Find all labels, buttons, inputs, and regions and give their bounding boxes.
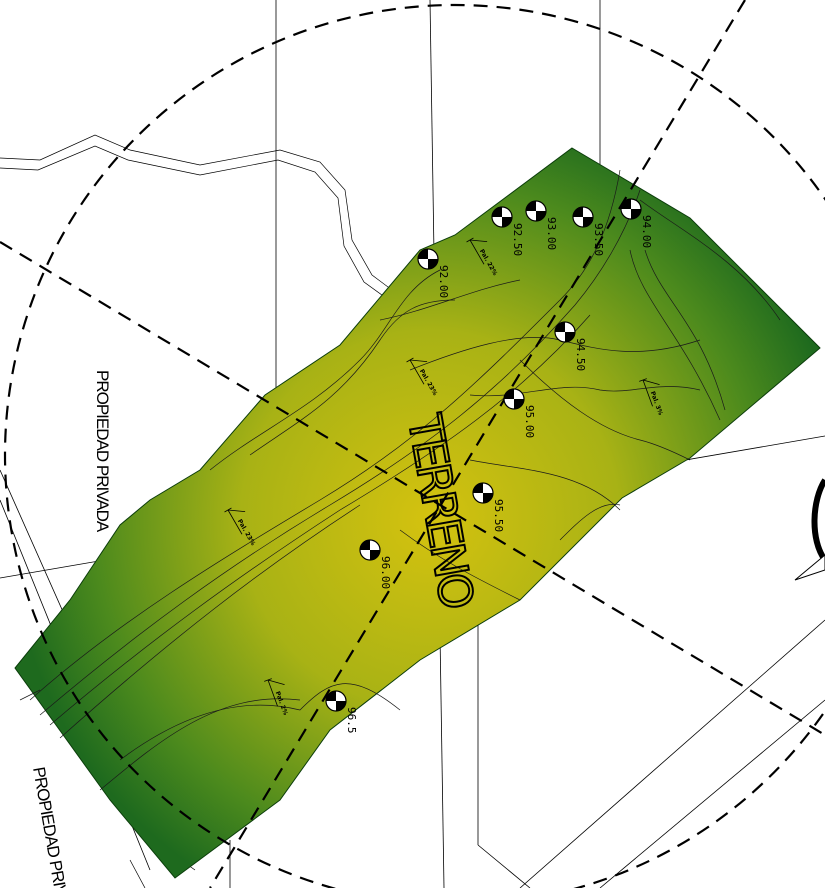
elevation-marker: 92.50 [491,206,524,256]
elevation-marker: 95.50 [472,482,505,532]
elevation-marker: 96.00 [359,539,392,589]
elevation-label: 94.50 [574,338,587,371]
property-label-bottom: PROPIEDAD PRIV [29,765,71,888]
property-label-left: PROPIEDAD PRIVADA [93,370,112,533]
elevation-label: 95.50 [492,499,505,532]
north-arrow-icon [794,478,825,581]
elevation-marker: 93.00 [525,200,558,250]
elevation-marker: 96.5 [325,690,358,734]
radius-circle [4,4,825,888]
elevation-label: 96.00 [379,556,392,589]
elevation-label: 95.00 [523,405,536,438]
elevation-label: 92.00 [437,265,450,298]
terrain-area [14,147,821,879]
elevation-marker: 95.00 [503,388,536,438]
elevation-label: 92.50 [511,223,524,256]
elevation-label: 94.00 [640,215,653,248]
elevation-marker: 94.00 [620,198,653,248]
elevation-marker: 92.00 [417,248,450,298]
elevation-marker: 94.50 [554,321,587,371]
elevation-markers: 92.00 92.50 93.00 93.50 94.00 94.50 95.00 95.50… [325,198,653,734]
elevation-label: 96.5 [345,707,358,734]
elevation-marker: 93.50 [572,206,605,256]
elevation-label: 93.00 [545,217,558,250]
elevation-label: 93.50 [592,223,605,256]
